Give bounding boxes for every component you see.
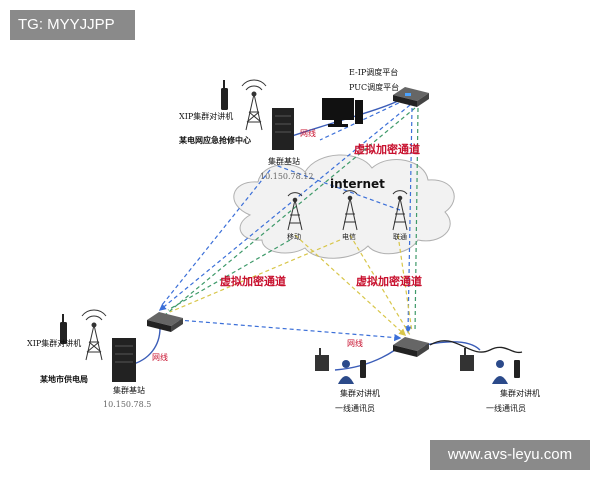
encrypted-label-left: 虚拟加密通道 (220, 275, 286, 288)
bureau-radio-label: XIP集群对讲机 (27, 339, 82, 348)
bureau-ip-label: 10.150.78.5 (103, 400, 152, 409)
field-user2-device: 集群对讲机 (500, 389, 540, 398)
telecom-label: 电信 (342, 233, 356, 241)
platform-router-icon (393, 87, 429, 107)
bureau-server-icon (112, 338, 136, 382)
bureau-tower-icon (81, 309, 107, 361)
repair-center-name: 某电网应急抢修中心 (179, 135, 251, 145)
field-wired-label: 网线 (347, 339, 363, 348)
cable-field-router (334, 349, 396, 371)
link-repair-bureau (161, 169, 271, 306)
bureau-name: 某地市供电局 (40, 374, 88, 384)
repair-station-label: 集群基站 (268, 157, 300, 166)
squiggle-wireless (429, 340, 523, 354)
platform-label-puc: PUC调度平台 (349, 83, 400, 92)
watermark-tg: TG: MYYJJPP (10, 10, 135, 40)
unicom-label: 联通 (393, 233, 407, 241)
field-user1-radio-icon (360, 360, 366, 378)
telecom-tower-icon (342, 190, 358, 231)
mobile-tower-icon (287, 192, 303, 231)
bureau-radio-icon (60, 314, 67, 344)
platform-pc-icon (322, 98, 363, 127)
repair-center-radio-icon (221, 80, 228, 110)
repair-center-tower-icon (241, 79, 267, 131)
link-platform-field (404, 107, 413, 334)
link-unicom-repair (274, 164, 401, 211)
link-platform-repair (319, 99, 406, 141)
bureau-station-label: 集群基站 (113, 386, 145, 395)
field-user2-radio-icon (514, 360, 520, 378)
bureau-wired-label: 网线 (152, 353, 168, 362)
field-user2-base-icon (460, 348, 474, 371)
repair-center-server-icon (272, 108, 294, 150)
repair-wired-label: 网线 (300, 129, 316, 138)
field-user1-role: 一线通讯员 (335, 404, 375, 413)
bureau-router-icon (147, 312, 183, 332)
link-unicom-field (397, 234, 413, 333)
internet-label: internet (330, 177, 385, 191)
field-user2-person-icon (492, 360, 508, 384)
repair-ip-label: 10.150.78.12 (260, 172, 314, 181)
field-user1-person-icon (338, 360, 354, 384)
link-telecom-field (349, 234, 411, 336)
link-platform-field-green (414, 107, 419, 333)
field-user1-device: 集群对讲机 (340, 389, 380, 398)
encrypted-label-right: 虚拟加密通道 (356, 275, 422, 288)
mobile-label: 移动 (287, 233, 301, 241)
encrypted-links (158, 99, 419, 342)
link-platform-bureau-green (164, 107, 416, 316)
watermark-site: www.avs-leyu.com (430, 440, 590, 470)
link-telecom-bureau (169, 239, 341, 313)
wireless-link (429, 340, 523, 354)
unicom-tower-icon (392, 190, 408, 231)
link-bureau-field (177, 319, 402, 342)
link-mobile-bureau (167, 239, 291, 311)
encrypted-label-top: 虚拟加密通道 (354, 143, 420, 156)
platform-label-eip: E-IP调度平台 (349, 68, 399, 77)
link-platform-bureau-blue (158, 104, 411, 311)
internet-cloud (233, 154, 455, 259)
field-user1-base-icon (315, 348, 329, 371)
repair-radio-label: XIP集群对讲机 (179, 112, 234, 121)
field-user2-role: 一线通讯员 (486, 404, 526, 413)
field-router-icon (393, 337, 429, 357)
